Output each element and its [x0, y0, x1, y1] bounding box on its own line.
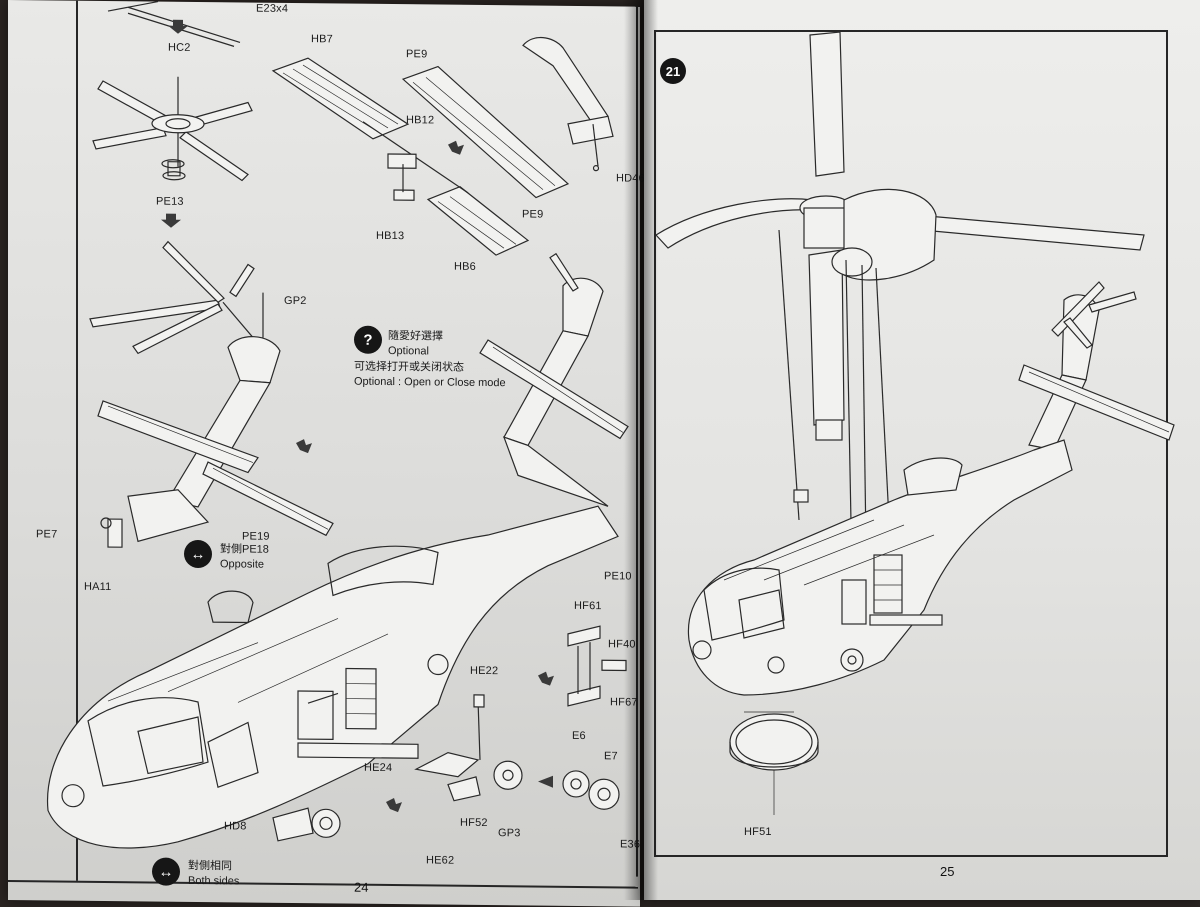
- label-he24: HE24: [364, 762, 392, 774]
- label-hf40: HF40: [608, 638, 636, 650]
- label-hb7: HB7: [311, 33, 333, 45]
- hf51-ring: [730, 712, 818, 815]
- label-he62: HE62: [426, 854, 454, 866]
- tail-pylon-top: [523, 37, 613, 171]
- label-gp3: GP3: [498, 827, 521, 839]
- right-page: 21: [644, 0, 1200, 900]
- optional-note-cn-2: 可选择打开或关闭状态: [354, 361, 464, 375]
- optional-note-en-2: Optional : Open or Close mode: [354, 376, 506, 391]
- opposite-note-en: Opposite: [220, 558, 264, 571]
- tail-blade-hb7: [273, 58, 408, 139]
- label-e23: E23x4: [256, 3, 288, 15]
- label-pe7: PE7: [36, 528, 57, 540]
- main-rotor-assembly-mid: [90, 241, 263, 355]
- question-icon: ?: [354, 326, 382, 354]
- label-gp2: GP2: [284, 295, 307, 307]
- tail-blade-hb6: [428, 186, 528, 255]
- label-e6: E6: [572, 730, 586, 742]
- label-hf61: HF61: [574, 600, 602, 612]
- both-sides-note-cn: 對側相同: [188, 860, 232, 873]
- label-hf51: HF51: [744, 826, 772, 838]
- label-hb6: HB6: [454, 261, 476, 273]
- tail-blade-pe9: [403, 66, 568, 198]
- label-pe10: PE10: [604, 570, 632, 582]
- left-page-drawing: [8, 0, 640, 907]
- fuselage-left: [48, 500, 618, 853]
- label-ha11: HA11: [84, 581, 112, 593]
- tail-rotor-and-pylon: [1019, 282, 1174, 450]
- label-hd46: HD46: [616, 172, 645, 184]
- label-pe19: PE19: [242, 530, 270, 542]
- page-number-left: 24: [354, 880, 368, 895]
- left-page: E23x4 HC2 PE13 HB7 PE9 HB12 HB13 HB6 PE9…: [8, 0, 640, 907]
- label-pe9-bottom: PE9: [522, 208, 543, 220]
- label-hd8: HD8: [224, 820, 247, 832]
- double-arrow-icon: ↔: [152, 858, 180, 886]
- page-number-right: 25: [940, 864, 954, 879]
- label-hb12: HB12: [406, 114, 434, 126]
- label-pe9-top: PE9: [406, 48, 427, 60]
- label-pe13: PE13: [156, 196, 184, 208]
- label-hf67: HF67: [610, 696, 638, 708]
- both-sides-note-en: Both sides: [188, 875, 239, 889]
- opposite-note-cn: 對側PE18: [220, 543, 269, 557]
- double-arrow-icon: ↔: [184, 540, 212, 568]
- rotor-hub-hc2: [93, 76, 252, 181]
- right-page-drawing: [644, 0, 1200, 900]
- label-hc2: HC2: [168, 42, 191, 54]
- fuselage-right: [688, 440, 1072, 695]
- label-e36: E36: [620, 838, 640, 850]
- label-he22: HE22: [470, 665, 498, 677]
- optional-note-en: Optional: [388, 345, 429, 358]
- label-hb13: HB13: [376, 230, 404, 242]
- optional-note-cn: 隨愛好選擇: [388, 330, 443, 344]
- label-e7: E7: [604, 750, 618, 762]
- label-hf52: HF52: [460, 817, 488, 829]
